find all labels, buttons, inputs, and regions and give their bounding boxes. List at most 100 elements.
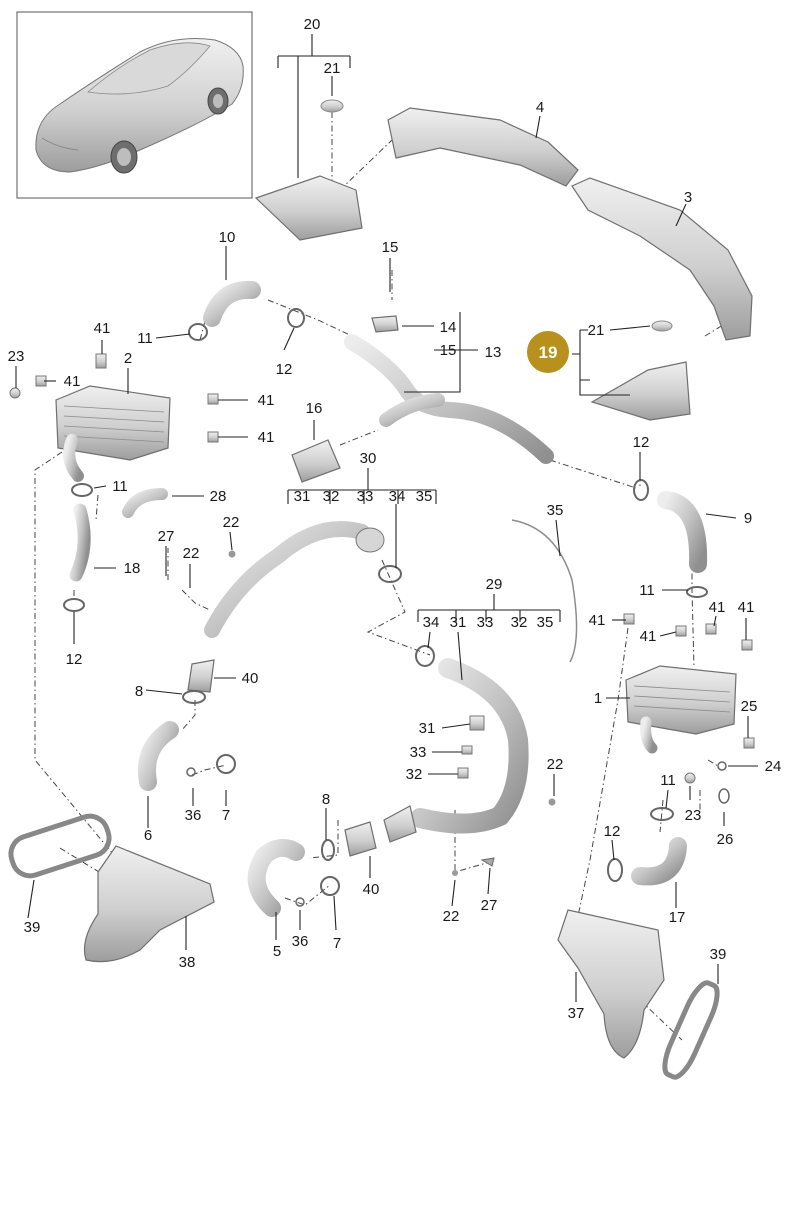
highlight-label[interactable]: 19 <box>539 343 558 362</box>
callout-11[interactable]: 11 <box>137 330 153 347</box>
callout-35[interactable]: 35 <box>537 614 554 631</box>
callout-39[interactable]: 39 <box>24 919 41 936</box>
callout-7[interactable]: 7 <box>333 935 341 952</box>
callout-2[interactable]: 2 <box>124 350 132 367</box>
callout-33[interactable]: 33 <box>410 744 427 761</box>
callout-22[interactable]: 22 <box>443 908 460 925</box>
part-35-cable <box>511 519 578 663</box>
callout-14[interactable]: 14 <box>440 319 457 336</box>
callout-5[interactable]: 5 <box>273 943 281 960</box>
callout-31[interactable]: 31 <box>419 720 436 737</box>
part-29-bellows <box>383 805 417 843</box>
callout-41[interactable]: 41 <box>709 599 726 616</box>
callout-41[interactable]: 41 <box>258 392 275 409</box>
callout-23[interactable]: 23 <box>685 807 702 824</box>
part-22-plug <box>452 870 458 876</box>
callout-30[interactable]: 30 <box>360 450 377 467</box>
callout-3[interactable]: 3 <box>684 189 692 206</box>
callout-22[interactable]: 22 <box>547 756 564 773</box>
callout-37[interactable]: 37 <box>568 1005 585 1022</box>
callout-28[interactable]: 28 <box>210 488 227 505</box>
part-13-pipe <box>344 334 554 464</box>
part-24-washer <box>717 761 727 771</box>
callout-22[interactable]: 22 <box>183 545 200 562</box>
callout-40[interactable]: 40 <box>242 670 259 687</box>
callout-33[interactable]: 33 <box>477 614 494 631</box>
car-illustration <box>35 38 244 174</box>
callout-1[interactable]: 1 <box>594 690 602 707</box>
callout-38[interactable]: 38 <box>179 954 196 971</box>
callout-41[interactable]: 41 <box>64 373 81 390</box>
callout-41[interactable]: 41 <box>738 599 755 616</box>
callout-11[interactable]: 11 <box>639 582 655 599</box>
part-6-elbow <box>138 721 179 791</box>
callout-34[interactable]: 34 <box>423 614 440 631</box>
parts <box>8 99 755 1080</box>
callout-8[interactable]: 8 <box>135 683 143 700</box>
callout-41[interactable]: 41 <box>589 612 606 629</box>
callout-21[interactable]: 21 <box>324 60 341 77</box>
callout-41[interactable]: 41 <box>94 320 111 337</box>
part-11-clamp <box>686 586 708 598</box>
callout-40[interactable]: 40 <box>363 881 380 898</box>
callout-4[interactable]: 4 <box>536 99 544 116</box>
callout-39[interactable]: 39 <box>710 946 727 963</box>
callout-34[interactable]: 34 <box>389 488 406 505</box>
part-30-pipe <box>204 521 370 638</box>
callout-7[interactable]: 7 <box>222 807 230 824</box>
callout-24[interactable]: 24 <box>765 758 782 775</box>
callout-11[interactable]: 11 <box>112 478 128 495</box>
callout-13[interactable]: 13 <box>485 344 502 361</box>
callout-12[interactable]: 12 <box>604 823 621 840</box>
part-26-washer <box>718 788 730 804</box>
callout-12[interactable]: 12 <box>276 361 293 378</box>
callout-36[interactable]: 36 <box>292 933 309 950</box>
part-34-clamp <box>378 565 402 583</box>
callout-9[interactable]: 9 <box>744 510 752 527</box>
callout-29[interactable]: 29 <box>486 576 503 593</box>
callout-32[interactable]: 32 <box>406 766 423 783</box>
part-12-clamp <box>633 479 649 501</box>
highlight-badge[interactable]: 19 <box>527 331 569 373</box>
part-40-coupling <box>344 821 377 857</box>
part-40-coupling <box>187 659 215 693</box>
callout-35[interactable]: 35 <box>416 488 433 505</box>
callout-31[interactable]: 31 <box>450 614 467 631</box>
callout-27[interactable]: 27 <box>481 897 498 914</box>
callout-8[interactable]: 8 <box>322 791 330 808</box>
callout-11[interactable]: 11 <box>660 772 676 789</box>
callout-12[interactable]: 12 <box>66 651 83 668</box>
callout-31[interactable]: 31 <box>294 488 311 505</box>
callout-35[interactable]: 35 <box>547 502 564 519</box>
callout-15[interactable]: 15 <box>382 239 399 256</box>
callout-33[interactable]: 33 <box>357 488 374 505</box>
callout-36[interactable]: 36 <box>185 807 202 824</box>
callout-32[interactable]: 32 <box>323 488 340 505</box>
callout-15[interactable]: 15 <box>440 342 457 359</box>
callout-25[interactable]: 25 <box>741 698 758 715</box>
callout-21[interactable]: 21 <box>588 322 605 339</box>
callout-20[interactable]: 20 <box>304 16 321 33</box>
callout-32[interactable]: 32 <box>511 614 528 631</box>
part-9-hose <box>657 491 708 573</box>
callout-12[interactable]: 12 <box>633 434 650 451</box>
callout-10[interactable]: 10 <box>219 229 236 246</box>
part-17-elbow <box>631 837 687 886</box>
part-1-intercooler <box>625 665 737 735</box>
callout-41[interactable]: 41 <box>640 628 657 645</box>
part-37-air-guide <box>557 909 665 1059</box>
callout-18[interactable]: 18 <box>124 560 141 577</box>
callout-23[interactable]: 23 <box>8 348 25 365</box>
callout-17[interactable]: 17 <box>669 909 686 926</box>
part-10-hose <box>203 280 261 327</box>
highlight-circle[interactable] <box>527 331 569 373</box>
part-7-clamp <box>320 876 340 896</box>
callout-27[interactable]: 27 <box>158 528 175 545</box>
callout-22[interactable]: 22 <box>223 514 240 531</box>
callout-6[interactable]: 6 <box>144 827 152 844</box>
part-36-washer <box>186 767 196 777</box>
callout-26[interactable]: 26 <box>717 831 734 848</box>
callout-16[interactable]: 16 <box>306 400 323 417</box>
callout-41[interactable]: 41 <box>258 429 275 446</box>
